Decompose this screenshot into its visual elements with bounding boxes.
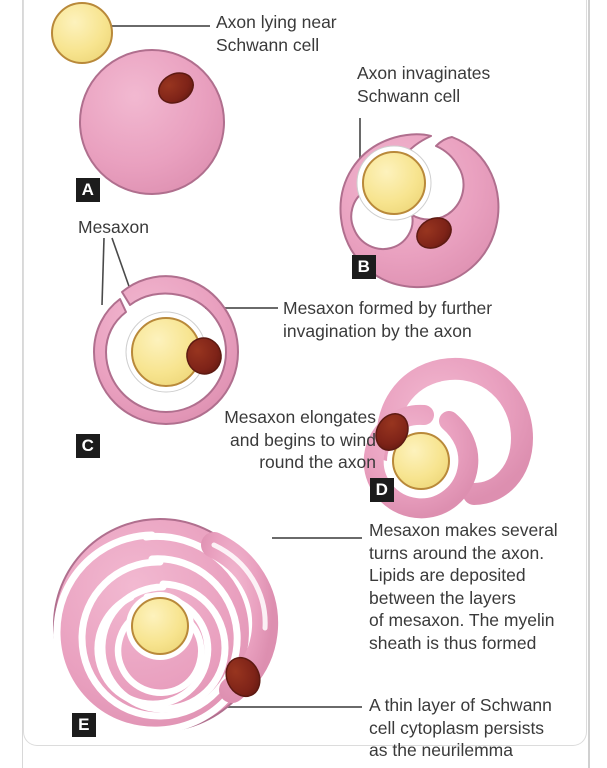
panel-e-art — [53, 518, 362, 734]
panel-a-art — [51, 2, 225, 195]
axon-b — [362, 151, 426, 215]
leader-line-mesaxon-c-2 — [101, 237, 105, 306]
myelin-gap-1-e — [53, 531, 256, 734]
caption-panel-b: Axon invaginates Schwann cell — [357, 63, 491, 106]
panel-badge-d: D — [370, 478, 394, 502]
frame-right-edge — [588, 0, 590, 768]
myelin-gap-4-e — [94, 592, 212, 708]
schwann-cell-c — [93, 275, 239, 425]
axon-a — [51, 2, 113, 64]
caption-panel-c: Mesaxon formed by further invagination b… — [283, 298, 493, 341]
panel-badge-a: A — [76, 178, 100, 202]
panel-badge-b: B — [352, 255, 376, 279]
caption-panel-e: Mesaxon makes several turns around the a… — [369, 520, 558, 653]
schwann-nucleus-e — [225, 656, 261, 698]
axon-e — [131, 597, 189, 655]
frame-left-edge — [22, 0, 23, 768]
leader-line-mesaxon-c-1 — [111, 237, 132, 293]
neurilemma-gap-e — [211, 542, 268, 631]
panel-badge-c: C — [76, 434, 100, 458]
label-mesaxon-c: Mesaxon — [78, 217, 150, 237]
caption-panel-a: Axon lying near Schwann cell — [216, 12, 337, 55]
schwann-nucleus-a — [158, 72, 194, 104]
schwann-nucleus-c — [186, 337, 222, 375]
caption-panel-d: Mesaxon elongates and begins to wind rou… — [224, 407, 376, 472]
mesaxon-outer-arm-d — [376, 357, 534, 505]
schwann-nucleus-b — [416, 217, 452, 249]
panel-b-art — [339, 118, 500, 289]
schwann-nucleus-d — [375, 413, 409, 451]
panel-c-art — [93, 237, 278, 425]
caption-neurilemma-e: A thin layer of Schwann cell cytoplasm p… — [369, 695, 552, 760]
panel-d-art — [363, 357, 534, 519]
schwann-cell-a — [79, 49, 225, 195]
axon-d — [392, 432, 450, 490]
myelin-gap-2-e — [78, 555, 241, 720]
panel-badge-e: E — [72, 713, 96, 737]
